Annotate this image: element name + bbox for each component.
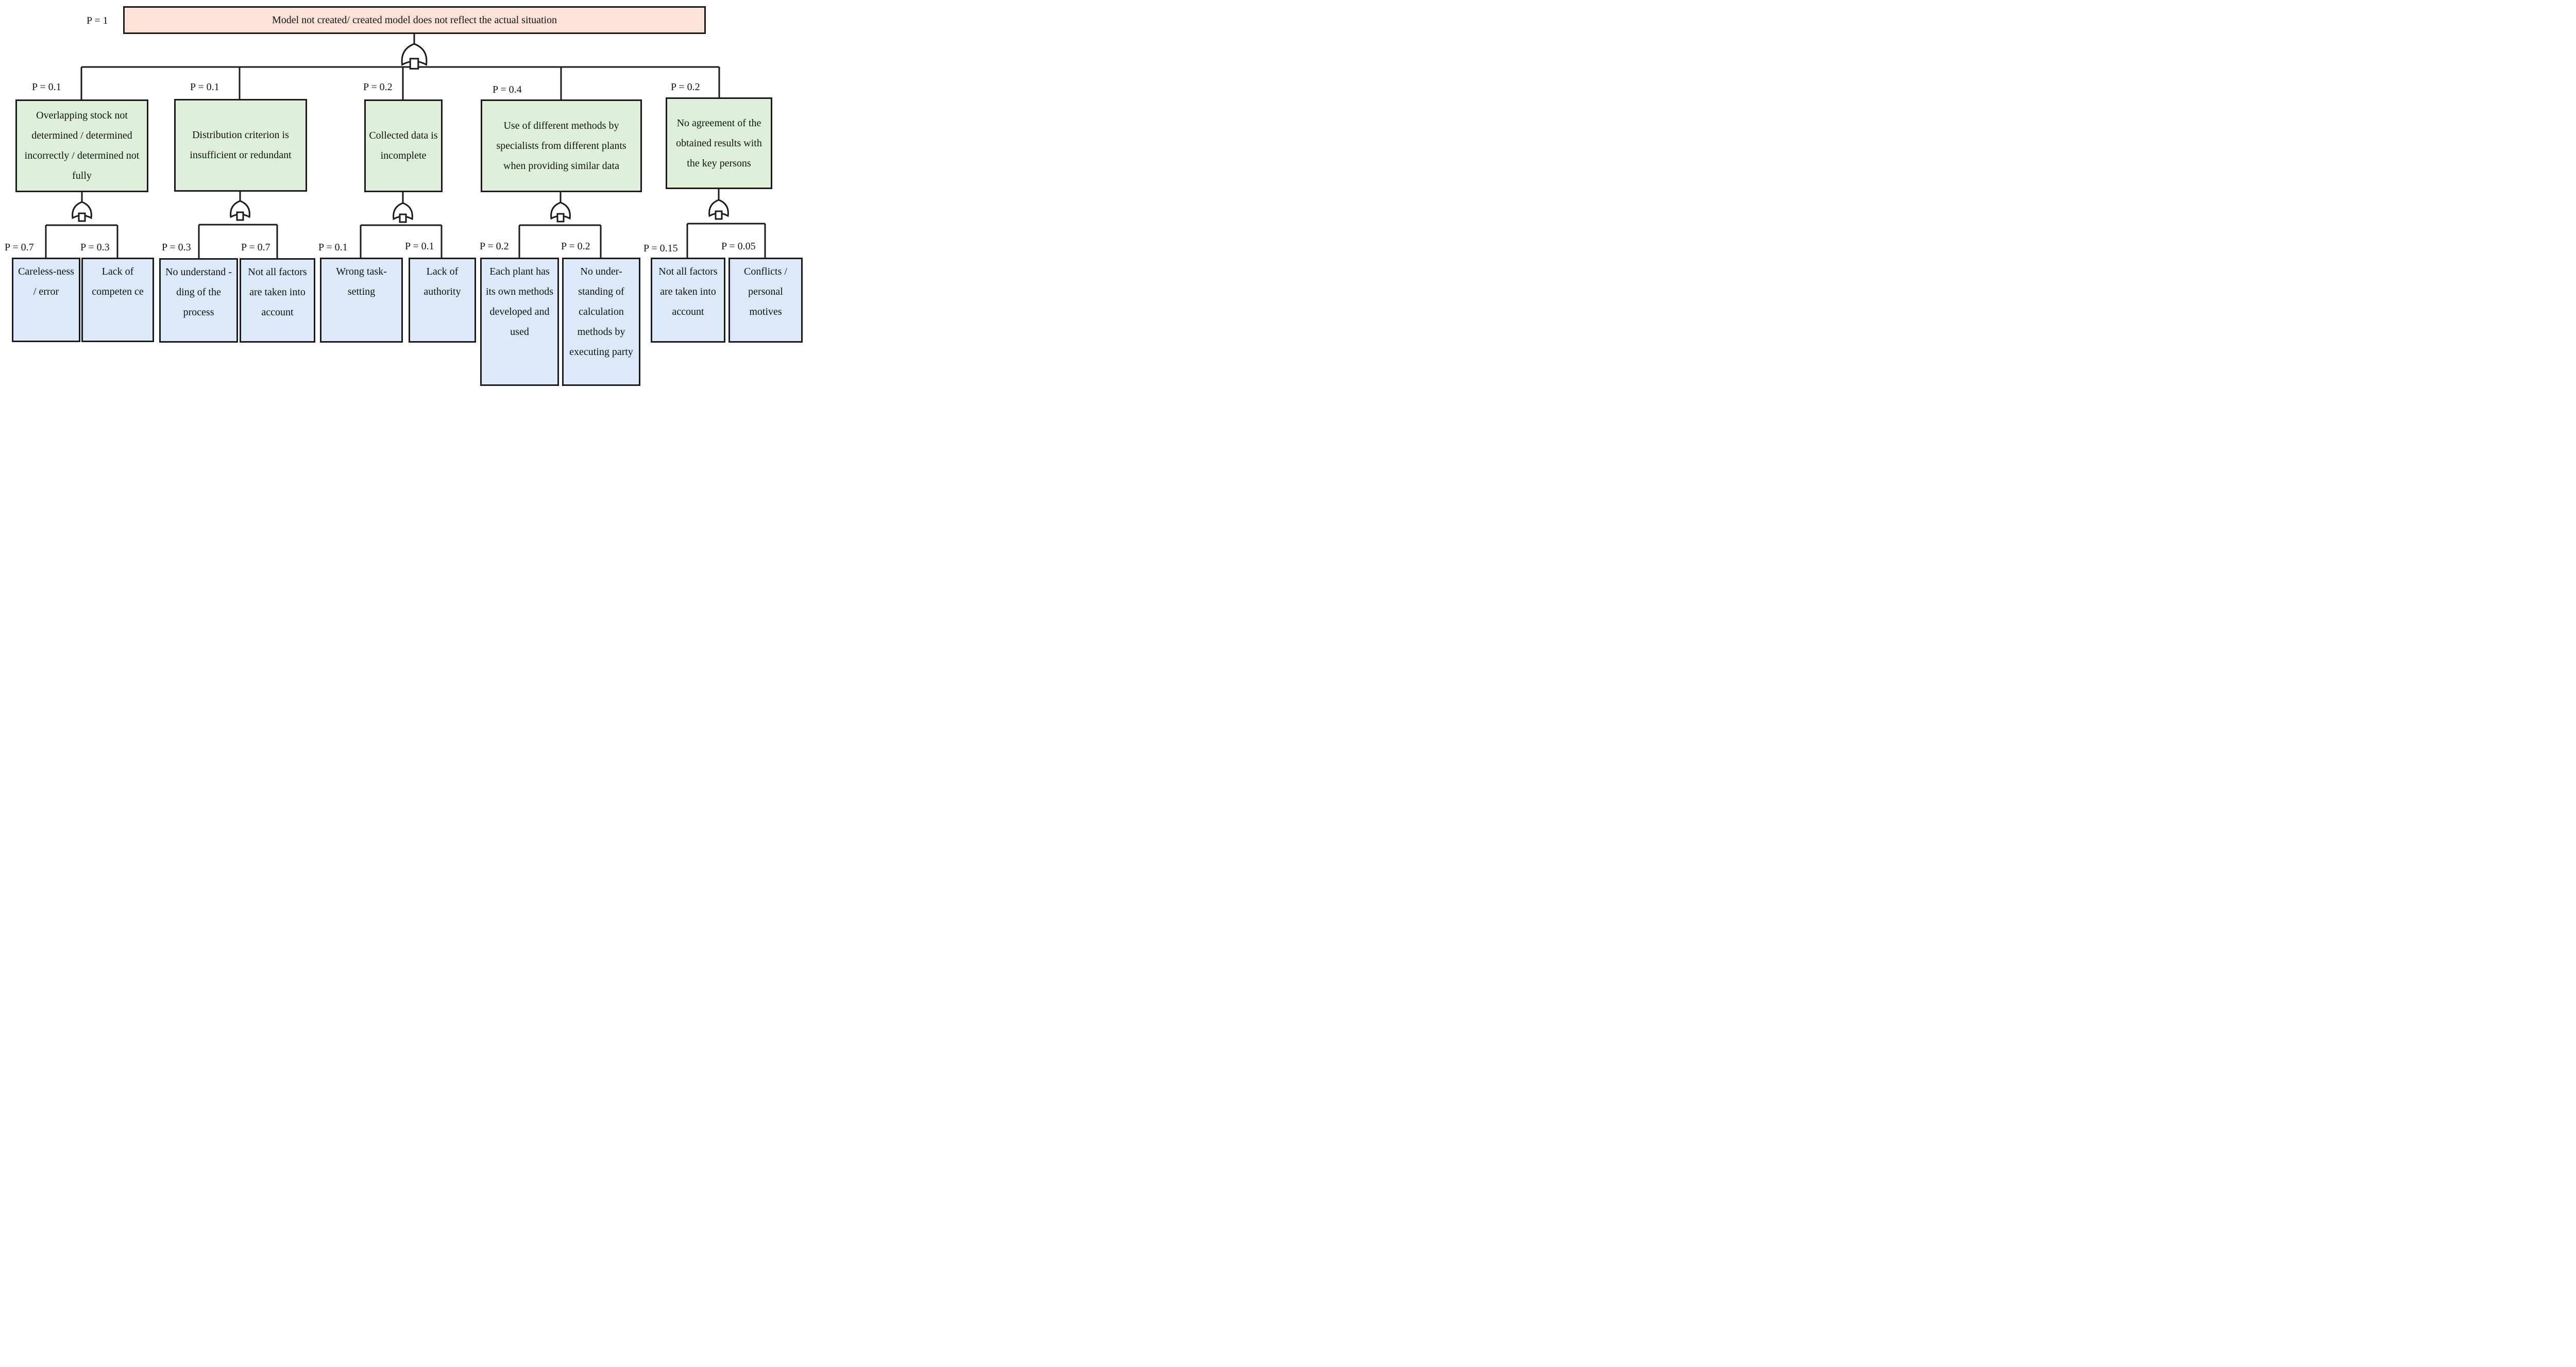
probability-label: P = 1 [87,15,108,26]
sub-cause-box: Wrong task-setting [320,258,403,343]
probability-label: P = 0.1 [190,81,219,93]
cause-box: Distribution criterion is insufficient o… [174,99,307,192]
sub-cause-label: Conflicts / personal motives [744,266,787,317]
sub-cause-label: Wrong task-setting [336,266,387,297]
probability-label: P = 0.7 [5,242,34,253]
fault-tree-connectors [45,33,766,259]
sub-cause-box: Not all factors are taken into account [240,258,315,343]
sub-cause-label: Not all factors are taken into account [248,266,307,318]
sub-cause-label: No under-standing of calculation methods… [569,266,633,358]
fault-tree-diagram: P = 1 Model not created/ created model d… [0,0,808,394]
cause-box: No agreement of the obtained results wit… [666,97,772,189]
probability-label: P = 0.15 [643,243,678,254]
sub-cause-box: Lack of authority [409,258,476,343]
probability-label: P = 0.1 [32,81,61,93]
sub-cause-label: Each plant has its own methods developed… [485,266,554,337]
cause-box: Use of different methods by specialists … [481,99,642,192]
probability-label: P = 0.3 [162,242,191,253]
sub-cause-box: Conflicts / personal motives [728,258,803,343]
probability-label: P = 0.1 [318,242,348,253]
sub-cause-box: Not all factors are taken into account [651,258,725,343]
sub-cause-box: Careless-ness / error [12,258,80,342]
sub-cause-box: Each plant has its own methods developed… [480,258,559,386]
or-gate-icon [72,201,92,222]
top-event-box: Model not created/ created model does no… [123,6,706,34]
sub-cause-label: Lack of authority [423,266,461,297]
probability-label: P = 0.2 [561,241,590,252]
probability-label: P = 0.3 [80,242,110,253]
cause-box: Overlapping stock not determined / deter… [15,99,148,192]
cause-label: Distribution criterion is insufficient o… [190,129,292,161]
sub-cause-label: Not all factors are taken into account [658,266,718,317]
probability-label: P = 0.2 [671,81,700,93]
probability-label: P = 0.2 [480,241,509,252]
probability-label: P = 0.05 [721,241,756,252]
sub-cause-label: No understand -ding of the process [165,266,232,318]
top-event-label: Model not created/ created model does no… [272,14,557,26]
sub-cause-box: No under-standing of calculation methods… [562,258,640,386]
or-gate-icon [230,200,250,221]
or-gate-icon [401,43,428,70]
probability-label: P = 0.1 [405,241,434,252]
cause-box: Collected data is incomplete [364,99,443,192]
probability-label: P = 0.2 [363,81,393,93]
cause-label: No agreement of the obtained results wit… [676,117,762,169]
or-gate-icon [550,201,571,223]
sub-cause-label: Careless-ness / error [18,266,74,297]
or-gate-icon [393,202,413,223]
or-gate-icon [708,199,729,220]
sub-cause-label: Lack of competen ce [92,266,144,297]
cause-label: Collected data is incomplete [369,130,438,161]
probability-label: P = 0.7 [241,242,270,253]
cause-label: Use of different methods by specialists … [496,120,626,172]
cause-label: Overlapping stock not determined / deter… [24,110,140,181]
sub-cause-box: Lack of competen ce [81,258,154,342]
probability-label: P = 0.4 [493,84,522,95]
sub-cause-box: No understand -ding of the process [159,258,238,343]
